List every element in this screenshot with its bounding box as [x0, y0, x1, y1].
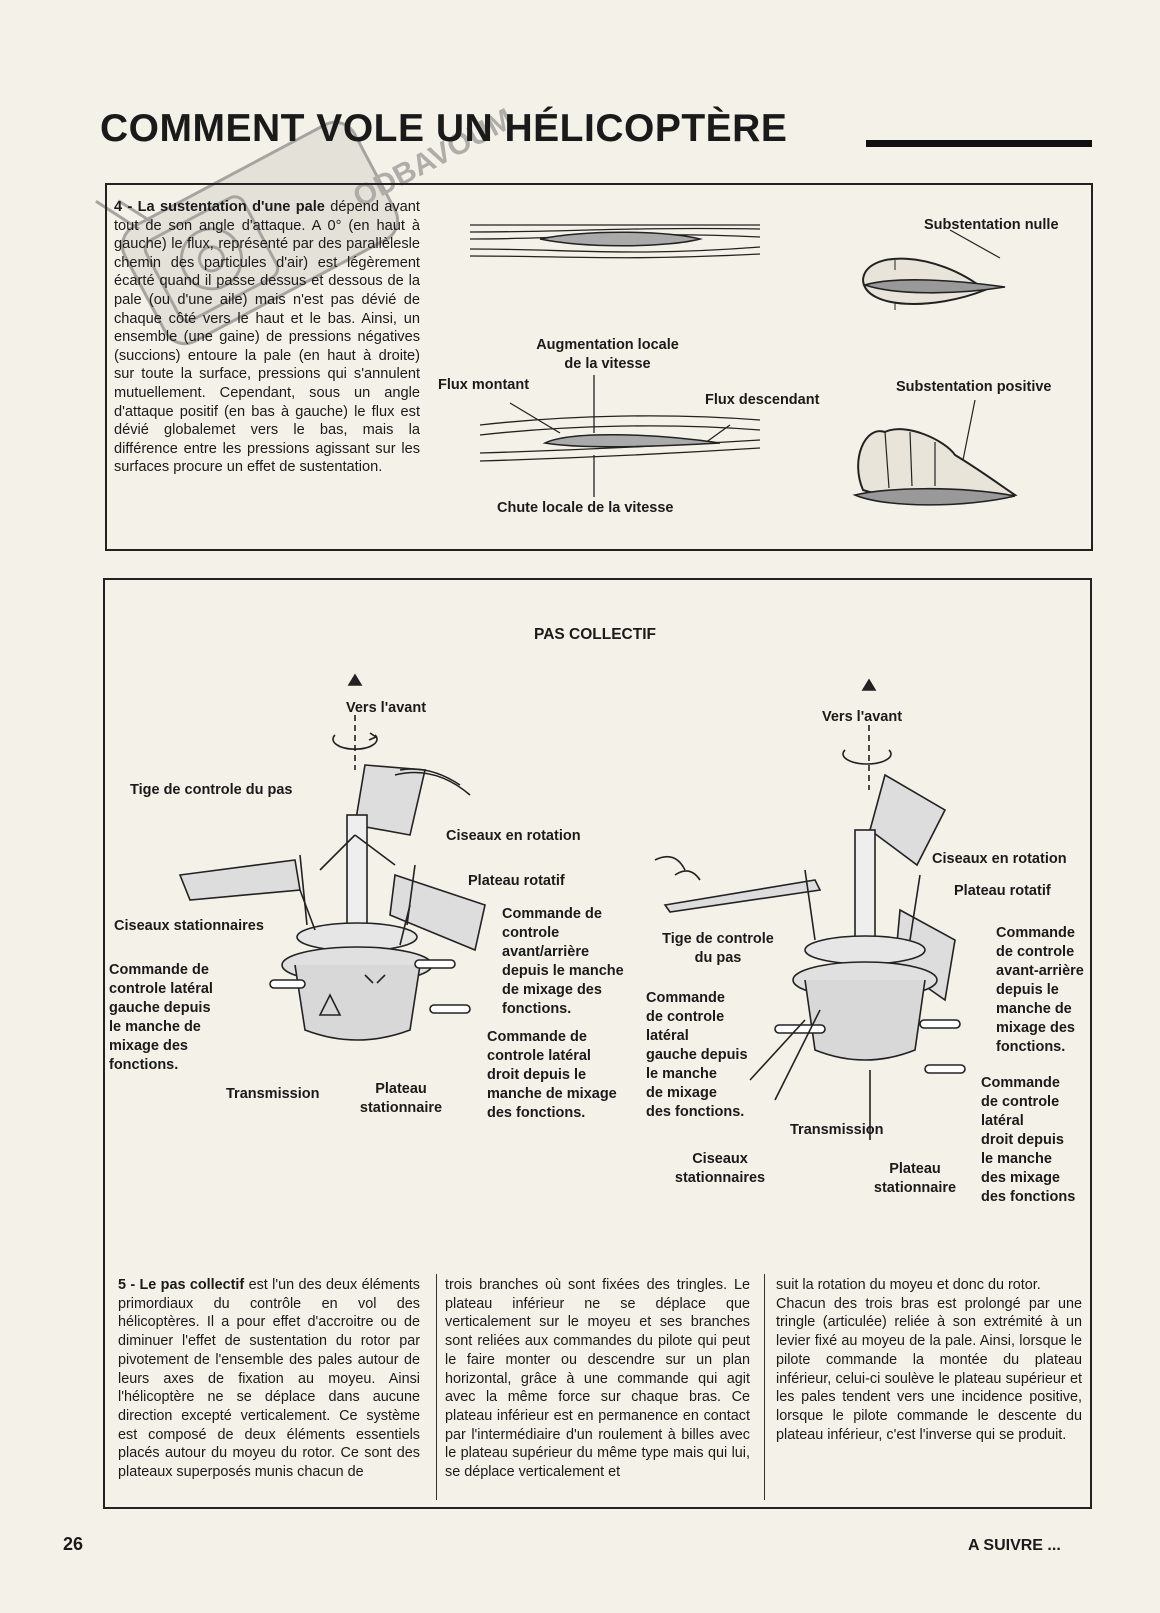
section5-col3: suit la rotation du moyeu et donc du rot… — [776, 1277, 1082, 1443]
pressure-envelope-zero — [861, 229, 1006, 310]
left-transmission-label: Transmission — [226, 1086, 320, 1102]
section4-heading: 4 - La sustentation d'une pale — [114, 199, 325, 215]
left-rotating-plate-label: Plateau rotatif — [468, 873, 565, 889]
right-transmission-label: Transmission — [790, 1122, 884, 1138]
left-forward-label: Vers l'avant — [346, 700, 427, 716]
right-rotating-plate-label: Plateau rotatif — [954, 883, 1051, 899]
airfoil-zero-incidence — [469, 224, 761, 259]
section4-body: dépend avant tout de son angle d'attaque… — [114, 199, 420, 476]
left-pitch-rod-label: Tige de controle du pas — [130, 782, 293, 798]
watermark-stamp: ODBAVOUM — [95, 102, 519, 346]
rotor-head-right-drawing — [654, 678, 966, 1140]
pas-collectif-heading: PAS COLLECTIF — [534, 626, 656, 643]
section5-col1: 5 - Le pas collectif est l'un des deux é… — [118, 1277, 420, 1481]
right-rotating-scissors-label: Ciseaux en rotation — [932, 851, 1067, 867]
left-stationary-scissors-label: Ciseaux stationnaires — [114, 918, 264, 934]
section5-col2: trois branches où sont fixées des tringl… — [445, 1277, 750, 1481]
pas-collectif-frame — [103, 578, 1092, 1509]
column-divider — [436, 1274, 437, 1500]
section4-text: 4 - La sustentation d'une pale dépend av… — [114, 198, 420, 477]
label-downflow: Flux descendant — [705, 392, 820, 408]
left-rotating-scissors-label: Ciseaux en rotation — [446, 828, 581, 844]
column-divider — [764, 1274, 765, 1500]
airfoil-positive-incidence — [479, 375, 761, 497]
section4-frame — [105, 183, 1093, 551]
page-number: 26 — [63, 1534, 84, 1554]
continued-label: A SUIVRE ... — [968, 1537, 1061, 1554]
label-lift-zero: Substentation nulle — [924, 217, 1059, 233]
section5-heading: 5 - Le pas collectif — [118, 1277, 245, 1293]
title-rule — [866, 140, 1092, 147]
label-upflow: Flux montant — [438, 377, 530, 393]
pressure-envelope-positive — [852, 399, 1018, 506]
rotor-head-left-drawing — [178, 673, 486, 1041]
label-lift-positive: Substentation positive — [896, 379, 1052, 395]
label-local-speed-drop: Chute locale de la vitesse — [497, 500, 674, 516]
right-forward-label: Vers l'avant — [822, 709, 903, 725]
page-title: COMMENT VOLE UN HÉLICOPTÈRE — [100, 107, 788, 150]
